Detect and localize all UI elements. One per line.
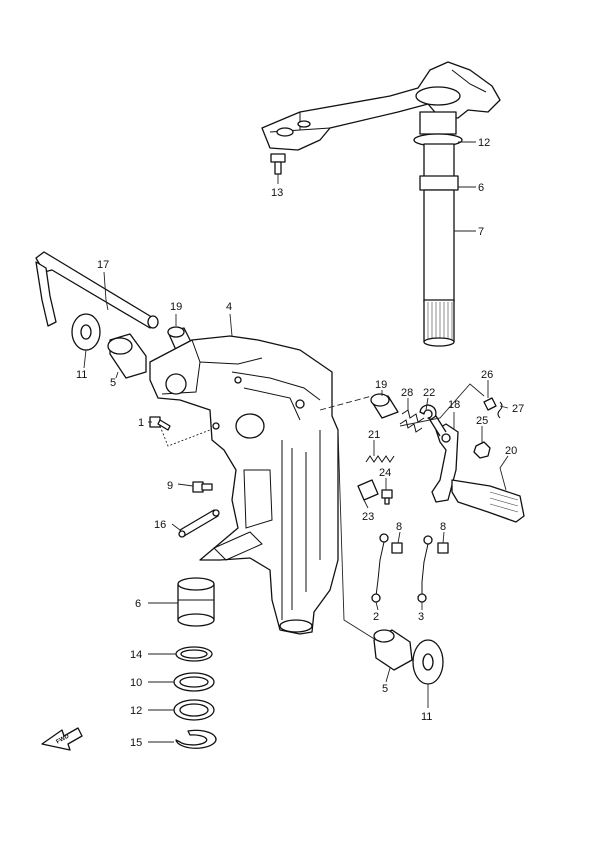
- callout-9: 9: [167, 480, 173, 492]
- ground-wire-2: [371, 533, 389, 603]
- callout-23: 23: [362, 511, 374, 523]
- nut-25: [473, 441, 491, 459]
- ground-wire-3: [417, 535, 433, 603]
- callout-21: 21: [368, 429, 380, 441]
- pivot-shaft: [413, 111, 463, 347]
- washer-11-right: [412, 639, 444, 685]
- bolt-1: [149, 416, 171, 431]
- bolt-8-right: [437, 542, 449, 554]
- callout-8-right: 8: [440, 521, 446, 533]
- callout-11-right: 11: [421, 711, 432, 723]
- callout-16: 16: [154, 519, 166, 531]
- pad-20: [451, 479, 525, 523]
- tilt-rod: [35, 251, 159, 329]
- arrow-icon: [41, 727, 83, 751]
- bolt-24: [381, 489, 393, 505]
- bushing-6-lower: [177, 577, 215, 627]
- callout-14: 14: [130, 649, 142, 661]
- callout-12-lower: 12: [130, 705, 142, 717]
- callout-28: 28: [401, 387, 413, 399]
- washer-12-lower: [173, 699, 215, 721]
- callout-3: 3: [418, 611, 424, 623]
- pin-26: [483, 397, 497, 411]
- callout-6-lower: 6: [135, 598, 141, 610]
- callout-27: 27: [512, 403, 524, 415]
- bushing-5-right: [373, 629, 413, 671]
- callout-22: 22: [423, 387, 435, 399]
- callout-2: 2: [373, 611, 379, 623]
- callout-6-top: 6: [478, 182, 484, 194]
- snap-ring-15: [175, 729, 217, 749]
- clip-27: [497, 401, 503, 419]
- callout-labels: 12 6 7 13 17 11 5 19 4 1 9 16 6 14 10 12…: [76, 137, 524, 749]
- washer-10: [173, 672, 215, 692]
- swivel-bracket: [149, 335, 339, 635]
- callout-8-left: 8: [396, 521, 402, 533]
- bolt-8-left: [391, 542, 403, 554]
- link-16: [178, 509, 220, 538]
- callout-24: 24: [379, 467, 391, 479]
- callout-17: 17: [97, 259, 109, 271]
- washer-14: [175, 646, 213, 662]
- callout-12-top: 12: [478, 137, 490, 149]
- callout-18: 18: [448, 399, 460, 411]
- callout-7: 7: [478, 226, 484, 238]
- bushing-5-left: [107, 333, 147, 379]
- callout-10: 10: [130, 677, 142, 689]
- bushing-19-right: [370, 393, 399, 419]
- bolt-13: [270, 153, 286, 175]
- callout-13: 13: [271, 187, 283, 199]
- bolt-9: [192, 481, 213, 493]
- callout-26: 26: [481, 369, 493, 381]
- callout-19-left: 19: [170, 301, 182, 313]
- callout-25: 25: [476, 415, 488, 427]
- callout-5-right: 5: [382, 683, 388, 695]
- leader-lines: [83, 141, 509, 743]
- fwd-indicator: FWD: [41, 727, 83, 751]
- plate-23: [357, 479, 379, 501]
- callout-5-left: 5: [110, 377, 116, 389]
- callout-20: 20: [505, 445, 517, 457]
- callout-19-right: 19: [375, 379, 387, 391]
- callout-1: 1: [138, 417, 144, 429]
- spring-28: [399, 409, 425, 433]
- spring-21: [365, 455, 395, 463]
- callout-15: 15: [130, 737, 142, 749]
- steering-arm: [261, 61, 501, 151]
- callout-4: 4: [226, 301, 232, 313]
- callout-11-left: 11: [76, 369, 87, 381]
- washer-11-left: [71, 313, 101, 351]
